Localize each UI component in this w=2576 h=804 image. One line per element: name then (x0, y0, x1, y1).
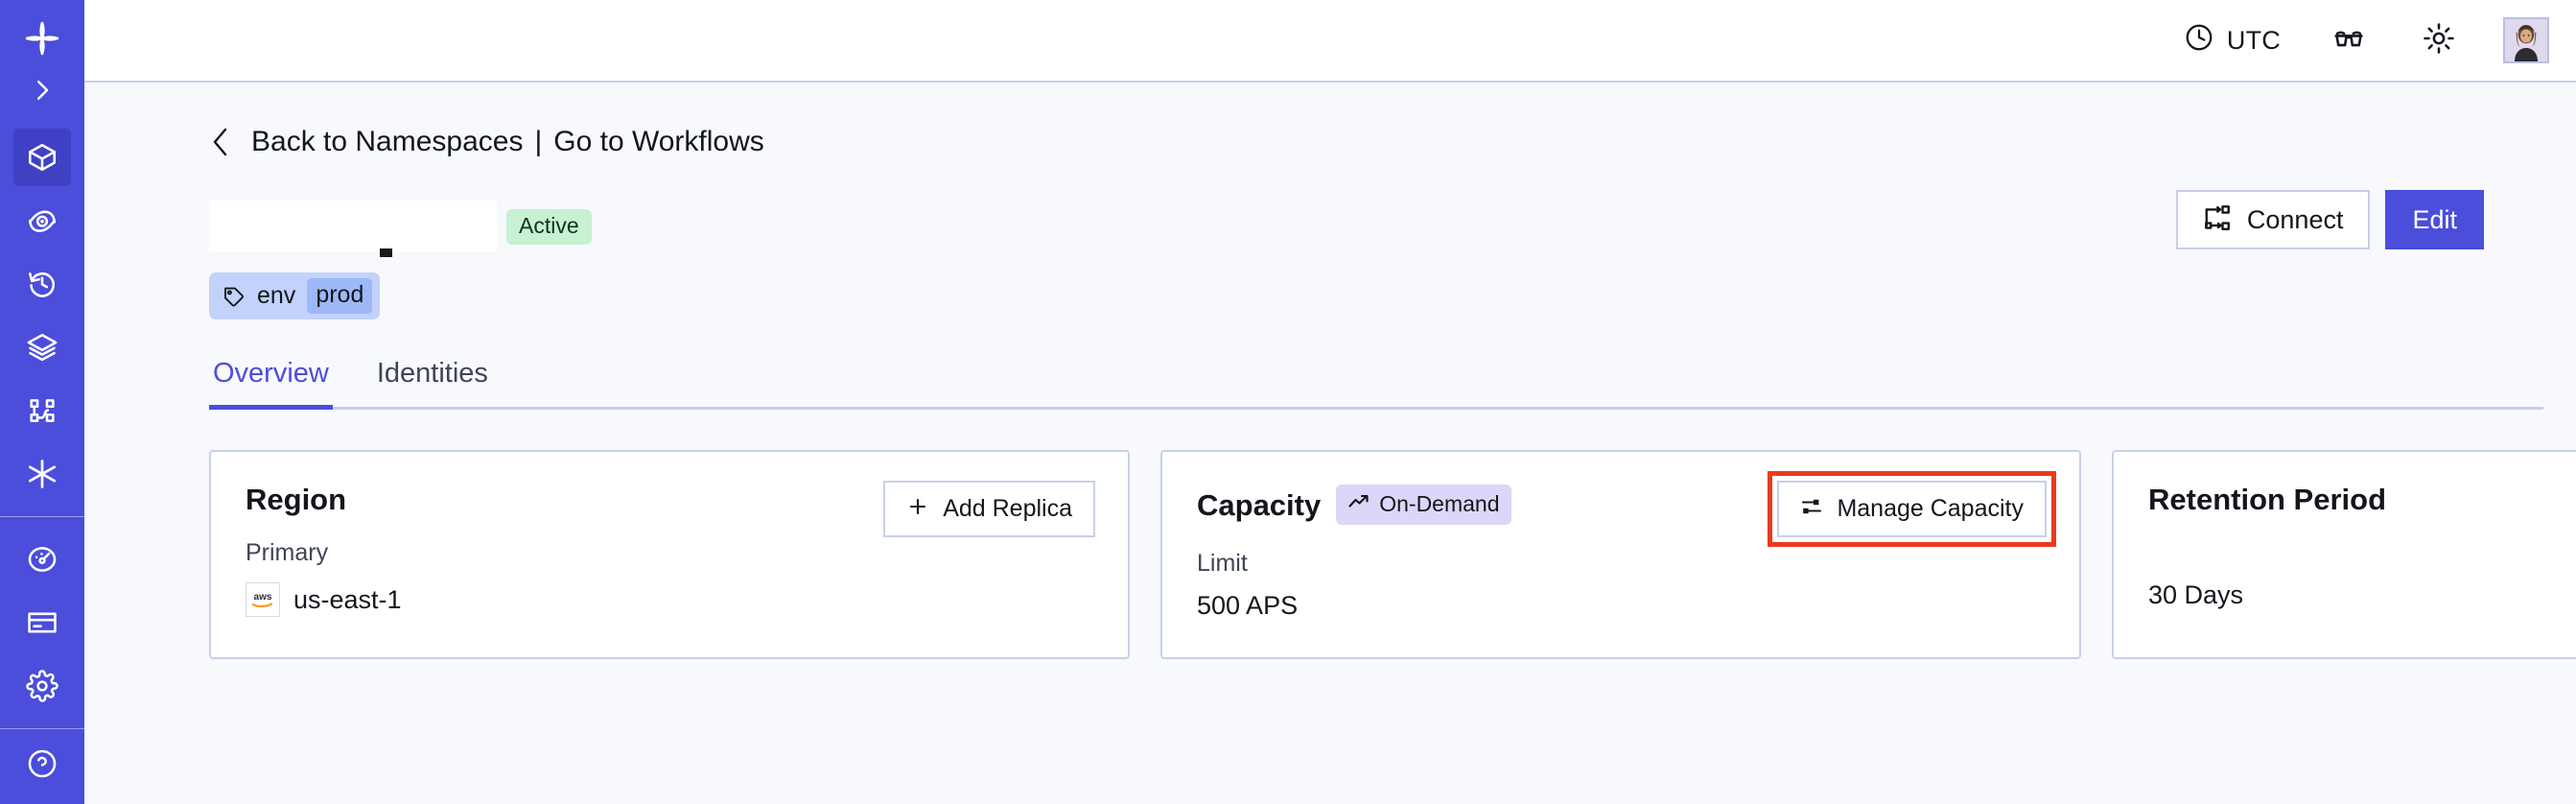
plus-icon (906, 495, 929, 523)
region-card-title: Region (246, 483, 347, 516)
region-value: us-east-1 (293, 584, 402, 614)
main-sidebar (0, 0, 84, 804)
help-circle-icon (26, 747, 59, 780)
sidebar-item-usage[interactable] (13, 531, 71, 588)
breadcrumb: Back to Namespaces | Go to Workflows (209, 125, 2484, 159)
gear-icon (26, 670, 59, 702)
namespace-title (209, 201, 497, 257)
manage-capacity-button[interactable]: Manage Capacity (1777, 481, 2047, 537)
breadcrumb-separator: | (534, 126, 543, 157)
region-value-row: aws us-east-1 (246, 582, 1095, 617)
cube-icon (26, 141, 59, 174)
retention-card: Retention Period . 30 Days (2112, 450, 2576, 659)
sidebar-item-settings[interactable] (13, 657, 71, 715)
edit-button-label: Edit (2412, 204, 2457, 234)
capacity-mode-label: On-Demand (1379, 490, 1500, 516)
region-card-header: Region (246, 485, 1095, 514)
top-bar: UTC (84, 0, 2576, 83)
main-area: UTC (84, 0, 2576, 804)
chevron-left-icon[interactable] (209, 125, 238, 159)
namespace-header: Active (209, 190, 2484, 257)
sidebar-divider-1 (0, 516, 84, 517)
sidebar-item-namespaces[interactable] (13, 129, 71, 186)
retention-card-title: Retention Period (2148, 483, 2387, 516)
tab-identities[interactable]: Identities (376, 358, 488, 389)
asterisk-icon (25, 457, 59, 491)
connect-button-label: Connect (2246, 204, 2344, 234)
sidebar-item-workflows[interactable] (13, 382, 71, 439)
timezone-label: UTC (2226, 25, 2281, 55)
breadcrumb-back-link[interactable]: Back to Namespaces (251, 126, 524, 157)
namespace-tags: env prod (209, 272, 2484, 319)
trending-up-icon (1347, 490, 1370, 517)
status-badge: Active (506, 208, 592, 245)
reading-mode-button[interactable] (2323, 14, 2375, 66)
tab-overview[interactable]: Overview (209, 358, 333, 410)
layers-icon (26, 331, 59, 364)
sidebar-item-integrations[interactable] (13, 445, 71, 503)
capacity-card-header: Capacity On-Demand (1197, 485, 2047, 525)
region-primary-label: Primary (246, 539, 329, 566)
region-card: Region Add Replica (209, 450, 1130, 659)
page-content: Back to Namespaces | Go to Workflows Act… (84, 83, 2576, 804)
connect-button[interactable]: Connect (2175, 190, 2371, 249)
credit-card-icon (26, 606, 59, 639)
tag-key: env (257, 282, 296, 309)
eye-icon (26, 204, 59, 237)
capacity-value: 500 APS (1197, 591, 1299, 620)
retention-value: 30 Days (2148, 580, 2244, 609)
capacity-card-action: Manage Capacity (1777, 481, 2047, 537)
sidebar-item-billing[interactable] (13, 594, 71, 651)
svg-text:aws: aws (254, 592, 272, 603)
sidebar-divider-2 (0, 728, 84, 729)
network-flow-icon (2203, 203, 2232, 237)
gauge-icon (26, 543, 59, 576)
tag-chip-env[interactable]: env prod (209, 272, 381, 319)
manage-capacity-label: Manage Capacity (1837, 495, 2024, 522)
sidebar-item-help[interactable] (13, 735, 71, 792)
sidebar-item-observability[interactable] (13, 192, 71, 249)
edit-button[interactable]: Edit (2385, 190, 2484, 249)
glasses-icon (2332, 22, 2365, 59)
add-replica-button[interactable]: Add Replica (883, 481, 1095, 537)
sidebar-toggle-expand[interactable] (13, 65, 71, 115)
git-branch-icon (26, 394, 59, 427)
header-actions: Connect Edit (2175, 190, 2484, 249)
retention-card-header: Retention Period (2148, 485, 2576, 514)
capacity-limit-label: Limit (1197, 550, 1248, 577)
timezone-selector[interactable]: UTC (2184, 22, 2281, 59)
sliders-icon (1800, 495, 1823, 523)
temporal-logo-icon (23, 19, 61, 58)
overview-cards: Region Add Replica (209, 450, 2576, 659)
user-avatar[interactable] (2503, 17, 2549, 63)
sidebar-item-layers[interactable] (13, 319, 71, 376)
region-card-action: Add Replica (883, 481, 1095, 537)
capacity-mode-badge: On-Demand (1336, 485, 1511, 525)
tag-icon (222, 285, 246, 308)
capacity-card: Capacity On-Demand (1160, 450, 2081, 659)
sidebar-item-logo[interactable] (13, 12, 71, 65)
sun-icon (2423, 22, 2455, 59)
tag-value: prod (307, 278, 373, 314)
theme-toggle-button[interactable] (2413, 14, 2465, 66)
aws-logo: aws (246, 582, 280, 617)
add-replica-label: Add Replica (943, 495, 1072, 522)
sidebar-item-history[interactable] (13, 255, 71, 313)
clock-rewind-icon (26, 268, 59, 300)
chevron-right-icon (28, 76, 57, 105)
breadcrumb-workflows-link[interactable]: Go to Workflows (553, 126, 764, 157)
tab-bar: Overview Identities (209, 358, 2543, 410)
capacity-card-title: Capacity (1197, 487, 1322, 522)
clock-icon (2184, 22, 2214, 59)
